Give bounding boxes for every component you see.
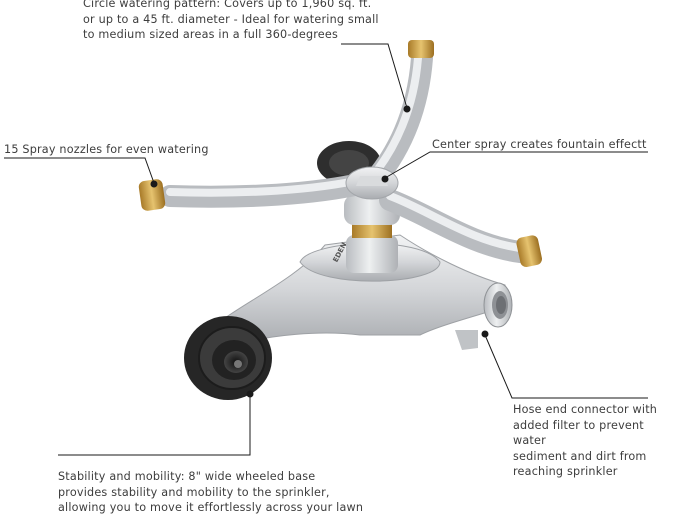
callout-circle-pattern: Circle watering pattern: Covers up to 1,… [83,0,379,42]
front-wheel [184,316,272,400]
leader-lines [4,43,648,456]
hose-connector [483,282,513,328]
center-riser [344,195,400,273]
callout-hose-connector: Hose end connector with added filter to … [513,403,658,479]
callout-center-spray: Center spray creates fountain effectt [432,138,647,151]
callout-spray-nozzles: 15 Spray nozzles for even watering [4,143,209,156]
brass-nozzles [138,40,542,268]
callout-stability: Stability and mobility: 8" wide wheeled … [58,470,364,515]
spray-arms [159,47,531,263]
